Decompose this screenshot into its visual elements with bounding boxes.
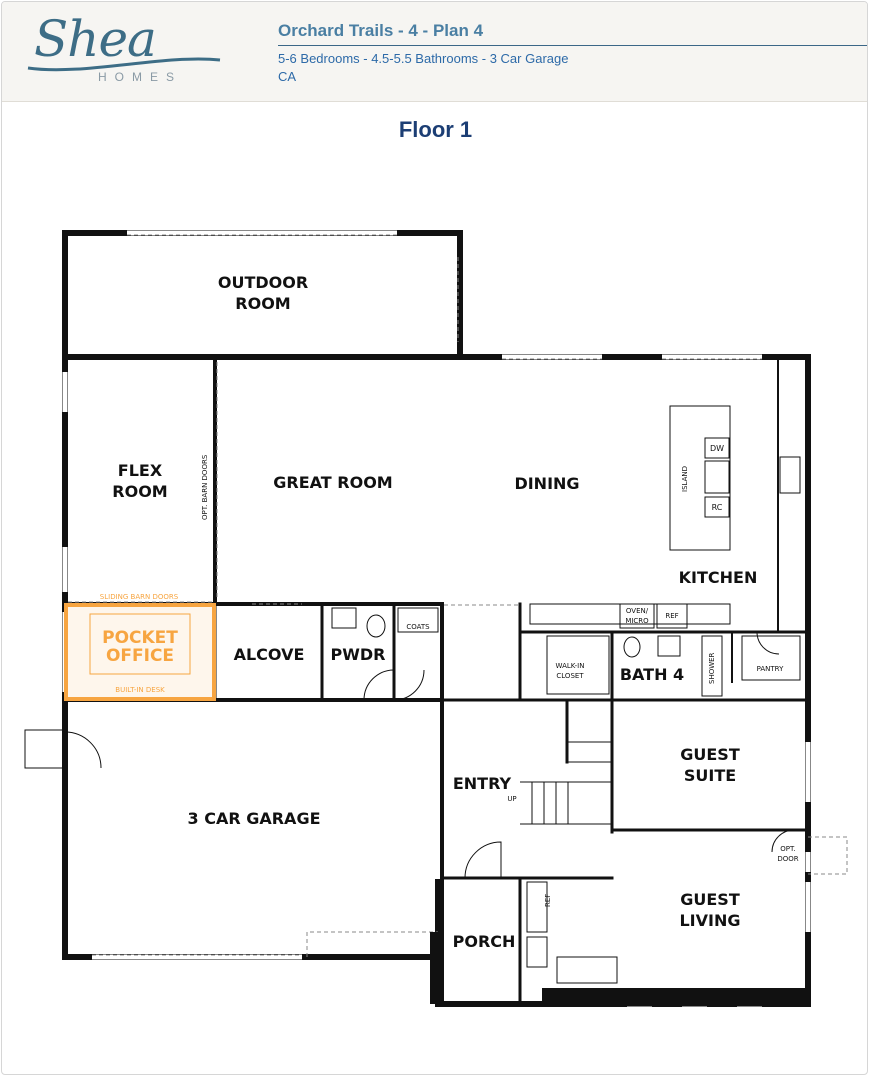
room-flex-room-line2: ROOM: [112, 482, 167, 501]
room-entry: ENTRY: [453, 774, 512, 793]
room-guest-suite-line1: GUEST: [680, 745, 740, 764]
note-oven-micro-line1: OVEN/: [626, 607, 649, 615]
room-porch: PORCH: [453, 932, 516, 951]
note-opt-barn-doors: OPT. BARN DOORS: [201, 454, 209, 520]
logo-subtext: HOMES: [98, 70, 183, 84]
plan-location: CA: [278, 69, 297, 84]
note-oven-micro-line2: MICRO: [625, 617, 649, 625]
note-shower: SHOWER: [708, 652, 716, 684]
note-rc: RC: [712, 503, 723, 512]
floor-title: Floor 1: [398, 117, 473, 142]
pocket-office-highlight[interactable]: [64, 603, 216, 701]
note-ref-guest: REF: [544, 894, 552, 907]
room-alcove: ALCOVE: [234, 645, 305, 664]
note-ref: REF: [665, 612, 678, 620]
room-pwdr: PWDR: [331, 645, 386, 664]
room-outdoor-room-line1: OUTDOOR: [218, 273, 308, 292]
logo-wordmark: Shea: [34, 10, 157, 68]
room-kitchen: KITCHEN: [679, 568, 758, 587]
note-built-in-desk: BUILT-IN DESK: [115, 686, 165, 694]
plan-title: Orchard Trails - 4 - Plan 4: [278, 21, 484, 40]
note-island: ISLAND: [681, 466, 689, 492]
note-walk-in-line1: WALK-IN: [556, 662, 585, 670]
note-walk-in-line2: CLOSET: [556, 672, 584, 680]
logo-swoosh-icon: [27, 57, 221, 72]
room-bath4: BATH 4: [620, 665, 684, 684]
room-guest-living-line2: LIVING: [679, 911, 740, 930]
room-pocket-office-line1: POCKET: [102, 628, 178, 648]
note-dw: DW: [710, 444, 724, 453]
note-up: UP: [507, 795, 516, 803]
plan-specs: 5-6 Bedrooms - 4.5-5.5 Bathrooms - 3 Car…: [278, 51, 569, 66]
note-opt-door-line2: DOOR: [777, 855, 798, 863]
note-sliding-barn-doors: SLIDING BARN DOORS: [100, 593, 179, 601]
room-dining: DINING: [514, 474, 579, 493]
room-outdoor-room-line2: ROOM: [235, 294, 290, 313]
header-bar: Shea HOMES Orchard Trails - 4 - Plan 4 5…: [2, 2, 867, 102]
room-garage: 3 CAR GARAGE: [188, 809, 321, 828]
room-great-room: GREAT ROOM: [273, 473, 392, 492]
title-divider: [278, 45, 867, 46]
shea-homes-logo[interactable]: Shea HOMES: [24, 10, 234, 92]
room-guest-living-line1: GUEST: [680, 890, 740, 909]
note-pantry: PANTRY: [757, 665, 784, 673]
room-pocket-office-line2: OFFICE: [106, 646, 174, 666]
room-flex-room-line1: FLEX: [118, 461, 163, 480]
room-guest-suite-line2: SUITE: [684, 766, 736, 785]
note-opt-door-line1: OPT.: [780, 845, 795, 853]
note-coats: COATS: [406, 623, 430, 631]
